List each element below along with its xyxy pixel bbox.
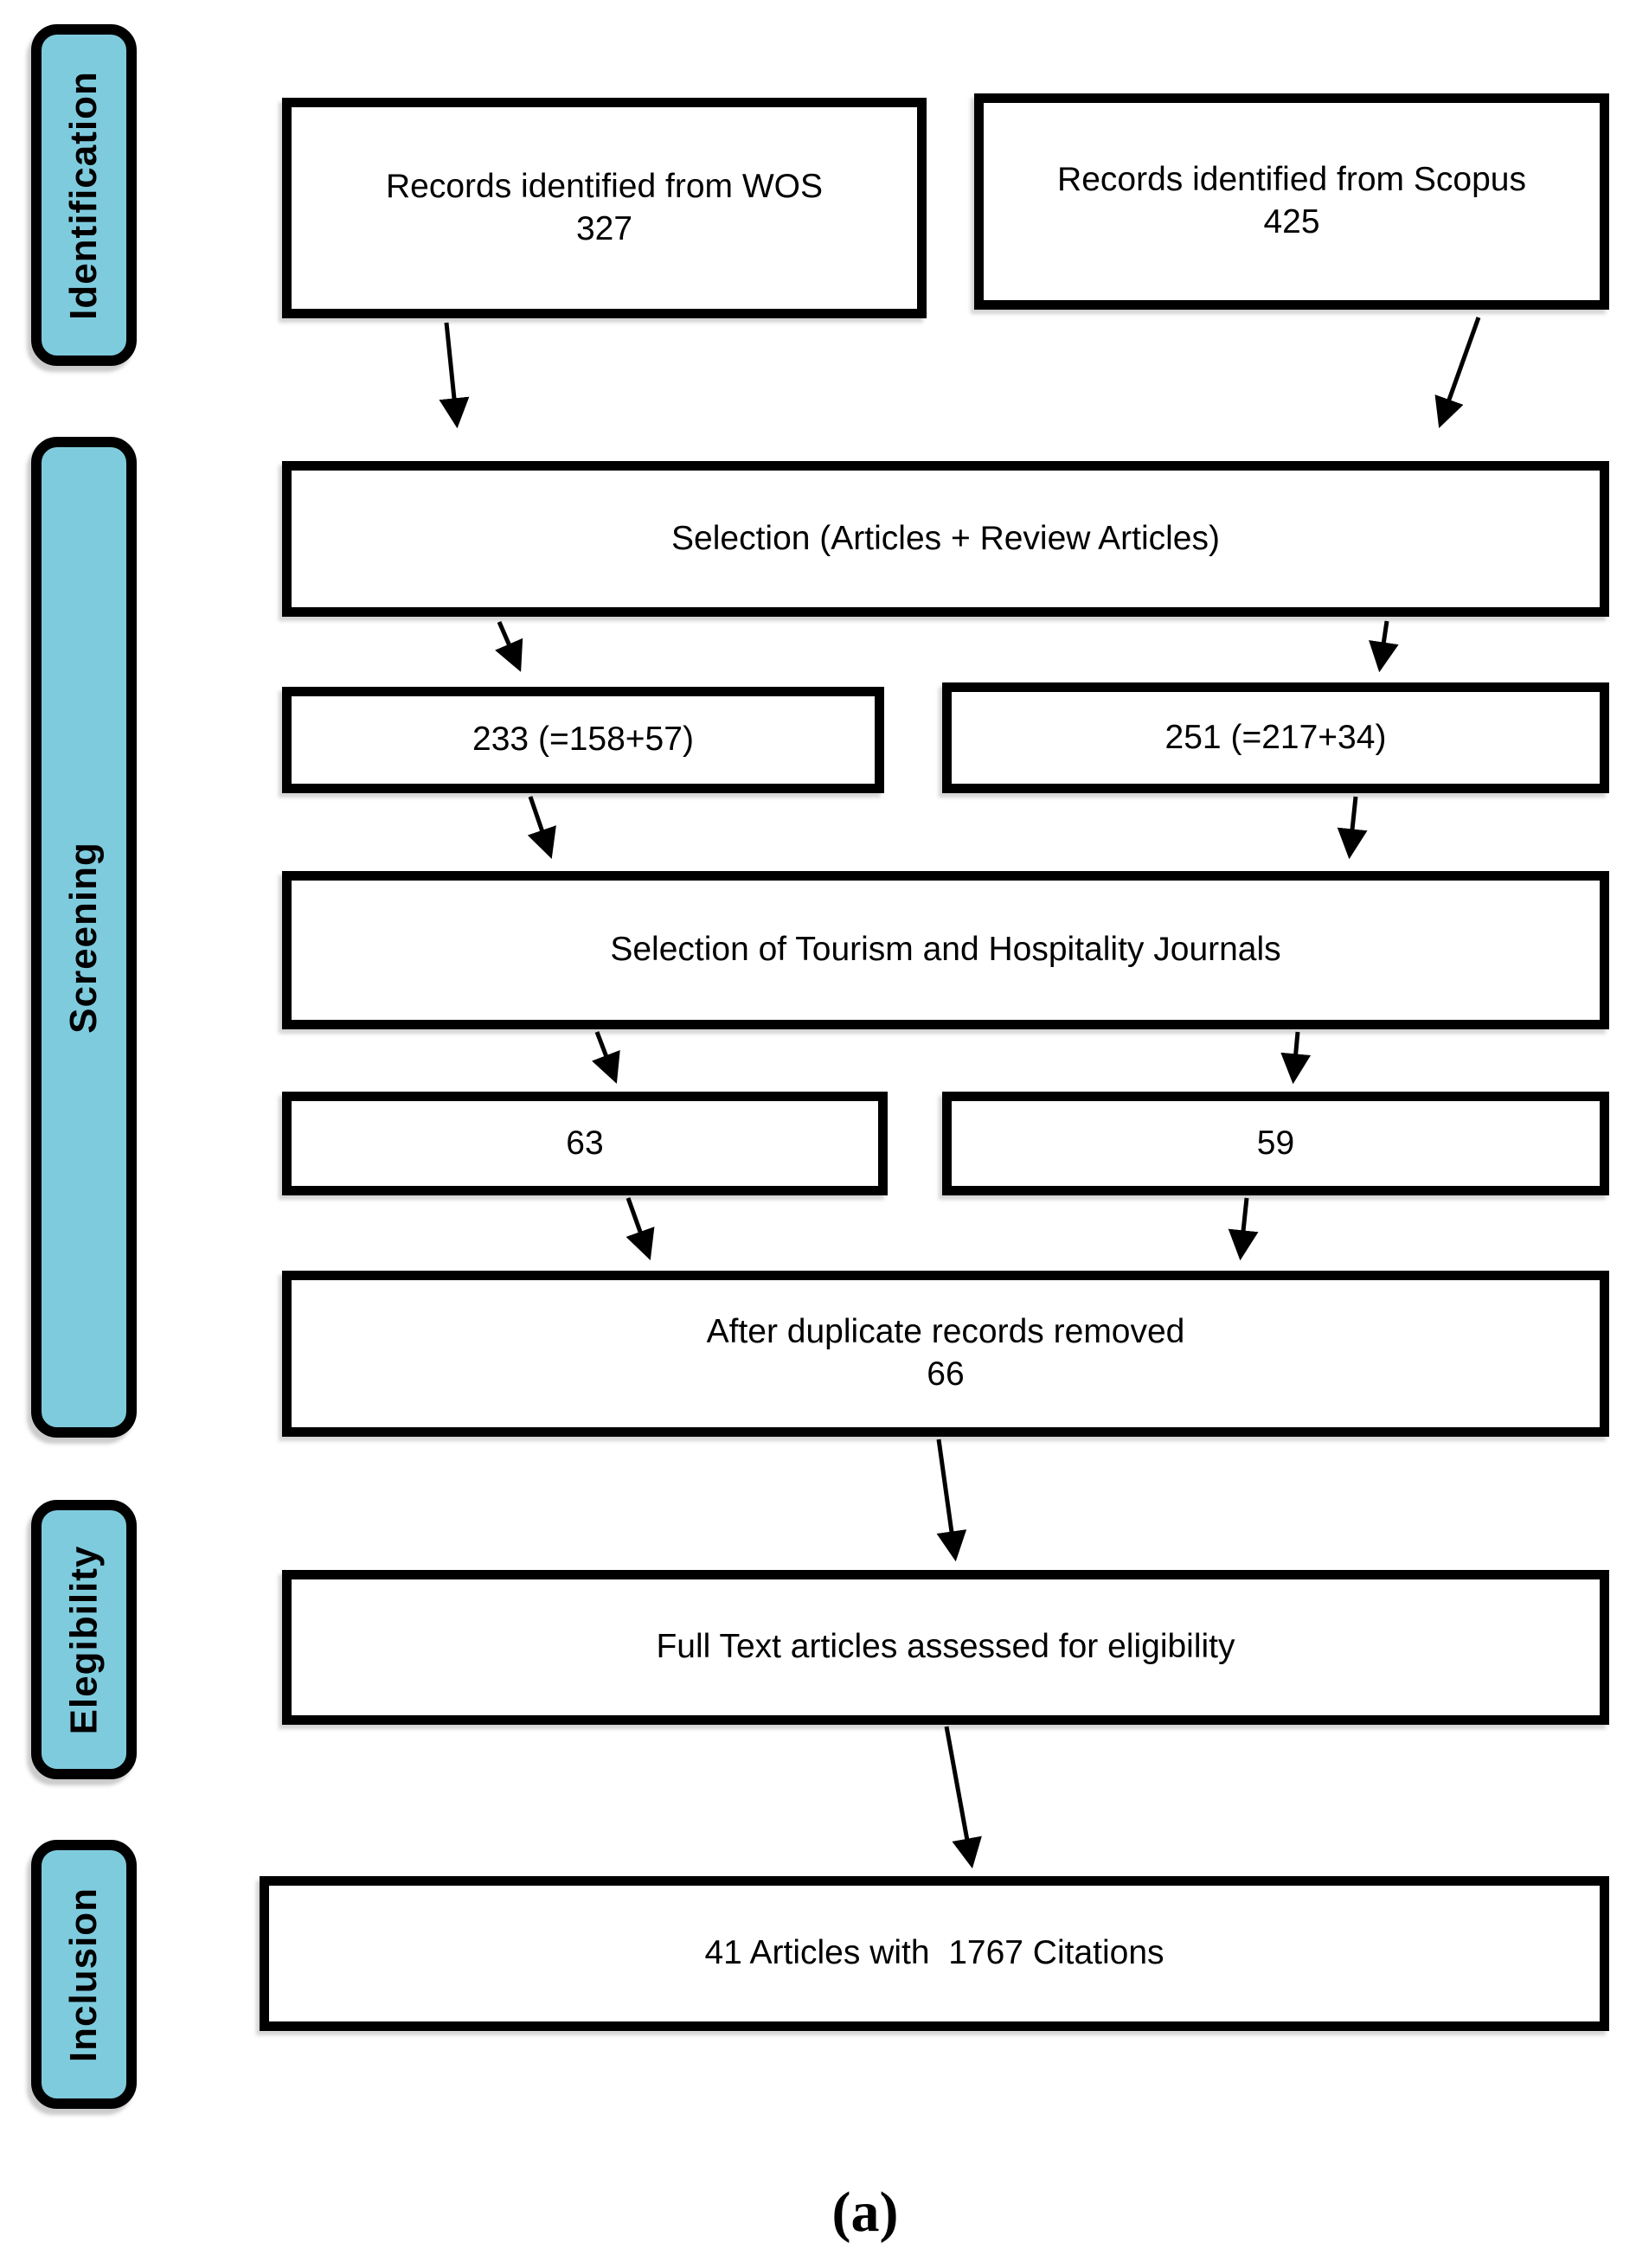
- box-selection-articles-text: Selection (Articles + Review Articles): [671, 519, 1220, 557]
- stage-label-screening-text: Screening: [62, 841, 105, 1034]
- box-scopus-journals-count-text: 59: [1256, 1124, 1295, 1162]
- arrow-233-to-journals: [527, 796, 556, 859]
- box-fulltext-assessed-text: Full Text articles assessed for eligibil…: [656, 1628, 1235, 1666]
- arrow-wos-to-selection: [439, 322, 470, 429]
- box-scopus-selected-count-text: 251 (=217+34): [1164, 718, 1387, 756]
- box-records-wos-text: Records identified from WOS: [385, 167, 823, 205]
- box-duplicates-removed: After duplicate records removed 66: [282, 1271, 1609, 1437]
- box-fulltext-assessed: Full Text articles assessed for eligibil…: [282, 1570, 1609, 1725]
- box-records-wos: Records identified from WOS 327: [282, 98, 927, 318]
- box-articles-included-text: 41 Articles with 1767 Citations: [704, 1934, 1164, 1972]
- box-journal-selection-text: Selection of Tourism and Hospitality Jou…: [610, 931, 1281, 969]
- box-scopus-journals-count: 59: [942, 1092, 1609, 1195]
- box-records-scopus-count: 425: [1263, 203, 1320, 240]
- arrow-selection-to-233: [495, 621, 523, 672]
- stage-label-inclusion: Inclusion: [31, 1840, 137, 2109]
- stage-label-identification: Identification: [31, 24, 137, 366]
- box-selection-articles: Selection (Articles + Review Articles): [282, 461, 1609, 617]
- box-journal-selection: Selection of Tourism and Hospitality Jou…: [282, 871, 1609, 1029]
- box-duplicates-removed-count: 66: [927, 1355, 965, 1393]
- box-wos-journals-count-text: 63: [566, 1124, 604, 1162]
- box-records-scopus: Records identified from Scopus 425: [974, 93, 1609, 310]
- arrow-scopus-to-selection: [1434, 317, 1481, 428]
- arrow-selection-to-251: [1369, 620, 1399, 673]
- stage-label-screening: Screening: [31, 437, 137, 1438]
- box-records-scopus-text: Records identified from Scopus: [1057, 161, 1526, 199]
- arrow-journals-to-59: [1280, 1031, 1312, 1085]
- figure-caption: (a): [831, 2181, 899, 2244]
- stage-label-inclusion-text: Inclusion: [62, 1887, 105, 2062]
- arrow-63-to-dedup: [626, 1197, 655, 1260]
- arrow-59-to-dedup: [1228, 1197, 1259, 1261]
- box-wos-selected-count: 233 (=158+57): [282, 687, 884, 793]
- box-wos-selected-count-text: 233 (=158+57): [472, 721, 694, 759]
- stage-label-elegibility-text: Elegibility: [62, 1545, 106, 1734]
- stage-label-identification-text: Identification: [62, 70, 105, 320]
- box-duplicates-removed-text: After duplicate records removed: [706, 1313, 1185, 1351]
- arrow-dedup-to-fulltext: [936, 1438, 967, 1562]
- arrow-251-to-journals: [1337, 796, 1368, 860]
- box-records-wos-count: 327: [575, 209, 633, 247]
- box-wos-journals-count: 63: [282, 1092, 888, 1195]
- box-articles-included: 41 Articles with 1767 Citations: [260, 1876, 1609, 2031]
- stage-label-elegibility: Elegibility: [31, 1500, 137, 1779]
- box-scopus-selected-count: 251 (=217+34): [942, 682, 1609, 793]
- arrow-fulltext-to-included: [944, 1726, 982, 1869]
- arrow-journals-to-63: [592, 1031, 620, 1084]
